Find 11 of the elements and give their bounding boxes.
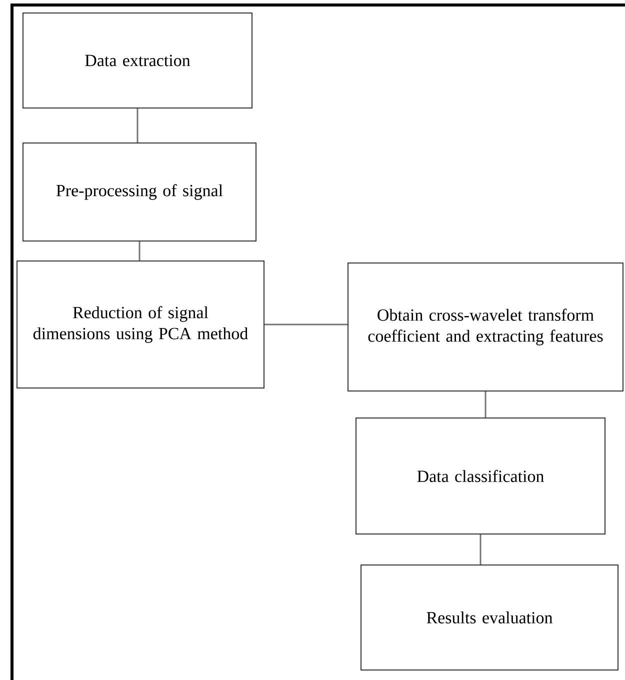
process-box: Reduction of signal dimensions using PCA method	[16, 260, 264, 388]
connector-line	[138, 242, 140, 260]
connector-line	[484, 392, 486, 418]
process-box: Results evaluation	[360, 564, 618, 670]
connector-line	[136, 108, 138, 142]
process-box: Pre-processing of signal	[22, 142, 256, 242]
process-box: Data extraction	[22, 12, 252, 108]
connector-line	[480, 534, 482, 564]
process-box: Data classification	[356, 418, 606, 534]
connector-line	[264, 324, 348, 326]
process-box: Obtain cross-wavelet transform coefficient and extracting features	[348, 262, 624, 392]
